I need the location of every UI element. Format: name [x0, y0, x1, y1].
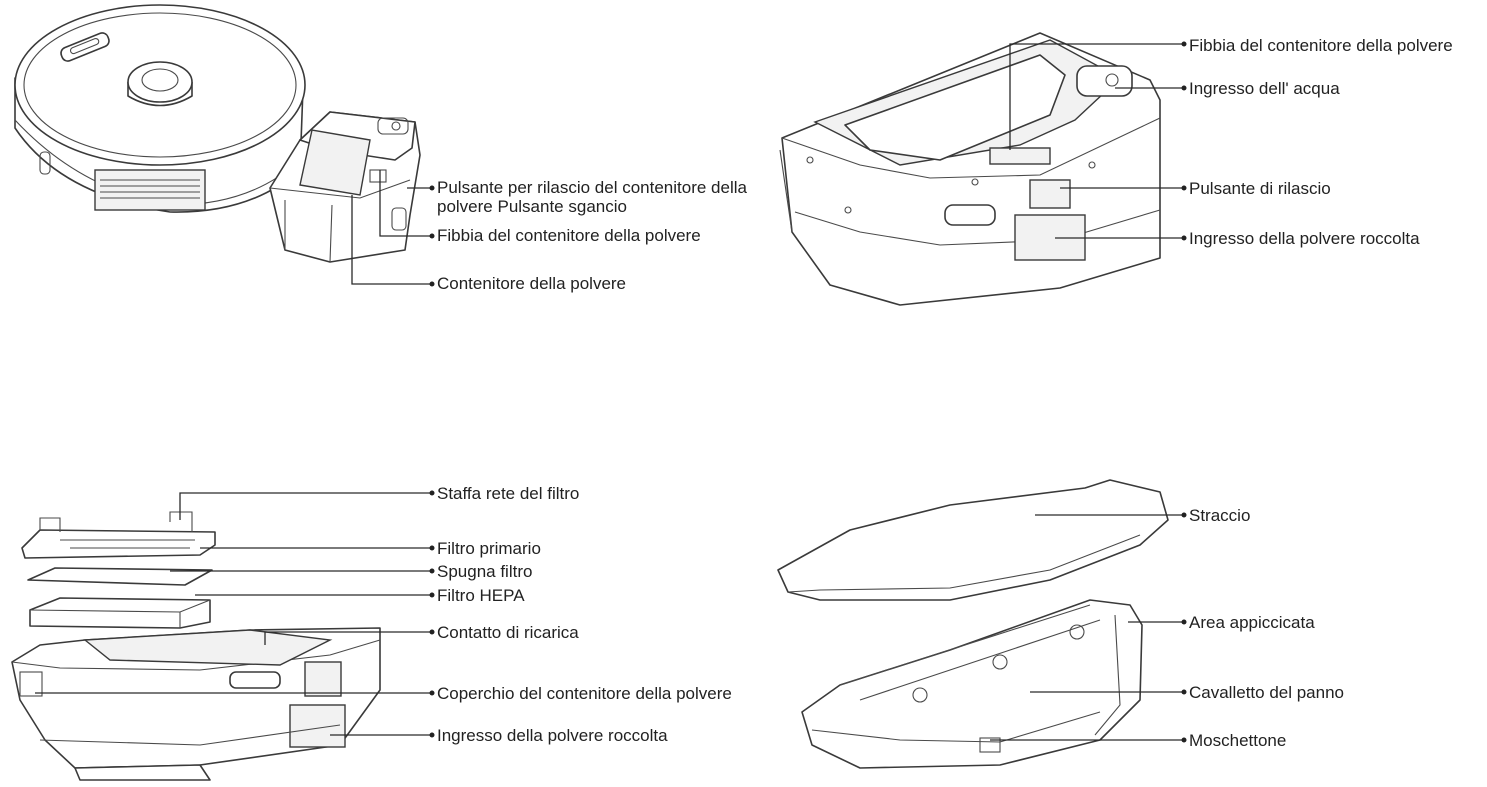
label-charging-contact: Contatto di ricarica — [437, 623, 579, 642]
label-robot-release-button: Pulsante per rilascio del contenitore de… — [437, 178, 747, 216]
mop-illustration — [777, 479, 1169, 769]
label-mop-holder: Cavalletto del panno — [1189, 683, 1345, 702]
label-detail-release-button: Pulsante di rilascio — [1189, 179, 1331, 198]
label-bin-cover: Coperchio del contenitore della polvere — [437, 684, 732, 703]
label-cloth: Straccio — [1189, 506, 1251, 525]
label-robot-dust-bin: Contenitore della polvere — [437, 274, 627, 293]
small-dustbin-illustration — [269, 111, 421, 263]
exploded-filter-illustration — [11, 511, 381, 781]
label-detail-bin-buckle: Fibbia del contenitore della polvere — [1189, 36, 1453, 55]
label-robot-bin-buckle: Fibbia del contenitore della polvere — [437, 226, 701, 245]
label-sticky-area: Area appiccicata — [1189, 613, 1315, 632]
label-carabiner: Moschettone — [1189, 731, 1287, 750]
dustbin-detail-illustration — [779, 32, 1161, 306]
label-hepa-filter: Filtro HEPA — [437, 586, 525, 605]
label-exploded-dust-inlet: Ingresso della polvere roccolta — [437, 726, 668, 745]
leader-lines — [35, 41, 1187, 743]
label-filter-bracket: Staffa rete del filtro — [437, 484, 580, 503]
label-primary-filter: Filtro primario — [437, 539, 541, 558]
robot-vacuum-illustration — [14, 4, 306, 213]
label-detail-water-inlet: Ingresso dell' acqua — [1189, 79, 1340, 98]
label-filter-sponge: Spugna filtro — [437, 562, 533, 581]
label-detail-dust-inlet: Ingresso della polvere roccolta — [1189, 229, 1420, 248]
